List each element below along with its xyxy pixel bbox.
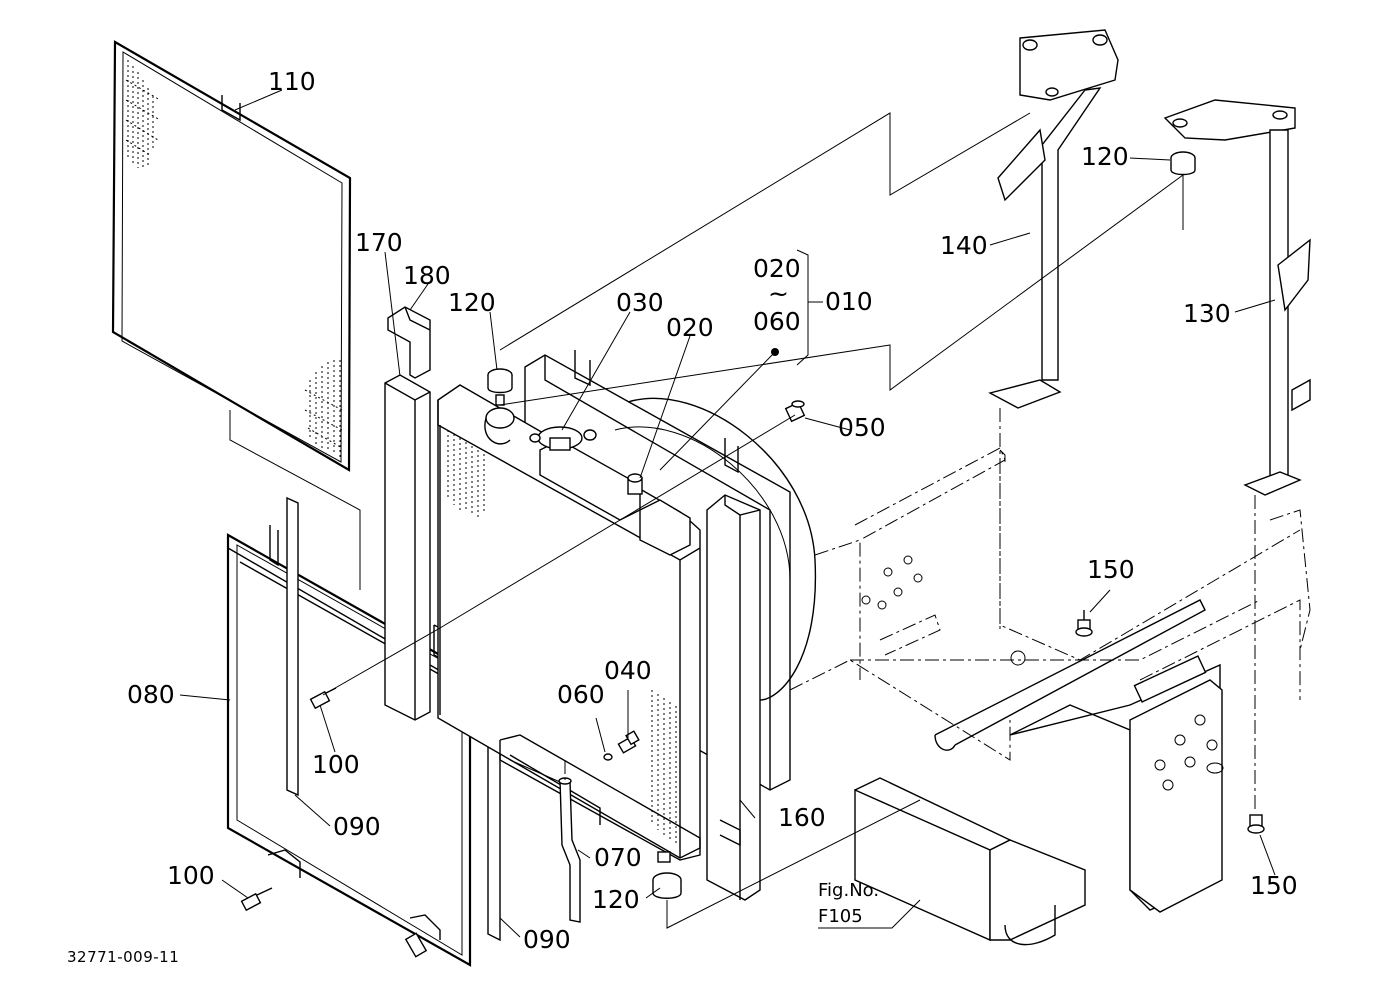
- drain-hose-070: [558, 760, 581, 923]
- o-ring-060: [603, 753, 613, 761]
- assembly-guides: [322, 112, 1184, 929]
- seal-160: [706, 494, 761, 901]
- seal-180: [387, 306, 431, 379]
- label-130: 130: [1183, 299, 1231, 328]
- bolt-150-right: [1247, 814, 1265, 834]
- label-050: 050: [838, 413, 886, 442]
- figure-ref-line1: Fig.No.: [818, 880, 879, 901]
- label-020-a: 020: [753, 254, 801, 283]
- upper-hose-port: [484, 407, 515, 445]
- label-080: 080: [127, 680, 175, 709]
- label-040: 040: [604, 656, 652, 685]
- label-160: 160: [778, 803, 826, 832]
- radiator-cap-030: [529, 426, 597, 451]
- stay-140: [988, 29, 1119, 630]
- seal-170: [384, 374, 431, 721]
- label-140: 140: [940, 231, 988, 260]
- main-frame: [789, 447, 1311, 946]
- label-010: 010: [825, 287, 873, 316]
- core-fins-right: [651, 690, 677, 845]
- radiator-frame-080: [226, 525, 472, 967]
- diagram-id: 32771-009-11: [67, 948, 179, 966]
- label-tilde: ~: [768, 279, 789, 308]
- bolt-100-mid: [309, 687, 337, 710]
- seal-strip-090-left: [286, 496, 299, 797]
- label-070: 070: [594, 843, 642, 872]
- label-120-top-left: 120: [448, 288, 496, 317]
- part-number-labels: 110 170 180 120 030 020 020 ~ 060 010 05…: [67, 67, 1298, 966]
- mesh-pattern-upper: [125, 60, 161, 170]
- label-110: 110: [268, 67, 316, 96]
- drain-cock-040: [617, 730, 640, 754]
- cushion-120-top-left: [487, 368, 513, 406]
- figure-ref-line2: F105: [818, 906, 863, 927]
- label-170: 170: [355, 228, 403, 257]
- label-060-b: 060: [557, 680, 605, 709]
- radiator-screen-110: [111, 40, 361, 590]
- sensor-050: [784, 400, 806, 423]
- label-150-center: 150: [1087, 555, 1135, 584]
- label-100-bottom: 100: [167, 861, 215, 890]
- fitting-near-neck: [627, 473, 643, 495]
- label-030: 030: [616, 288, 664, 317]
- label-060-a: 060: [753, 307, 801, 336]
- cushion-120-right: [1170, 151, 1196, 176]
- label-090-right: 090: [523, 925, 571, 954]
- bolt-150-center: [1075, 610, 1093, 637]
- label-020-b: 020: [666, 313, 714, 342]
- label-150-right: 150: [1250, 871, 1298, 900]
- bolt-100-bottom: [240, 887, 273, 912]
- label-120-right: 120: [1081, 142, 1129, 171]
- stay-130: [1163, 99, 1311, 810]
- label-180: 180: [403, 261, 451, 290]
- core-fins-left: [447, 430, 485, 518]
- mesh-pattern-lower: [304, 360, 343, 458]
- leader-lines: [179, 89, 1276, 938]
- frame-holes: [861, 555, 1224, 791]
- label-120-bottom: 120: [592, 885, 640, 914]
- label-090-left: 090: [333, 812, 381, 841]
- label-100-mid: 100: [312, 750, 360, 779]
- cushion-120-bottom: [652, 872, 682, 899]
